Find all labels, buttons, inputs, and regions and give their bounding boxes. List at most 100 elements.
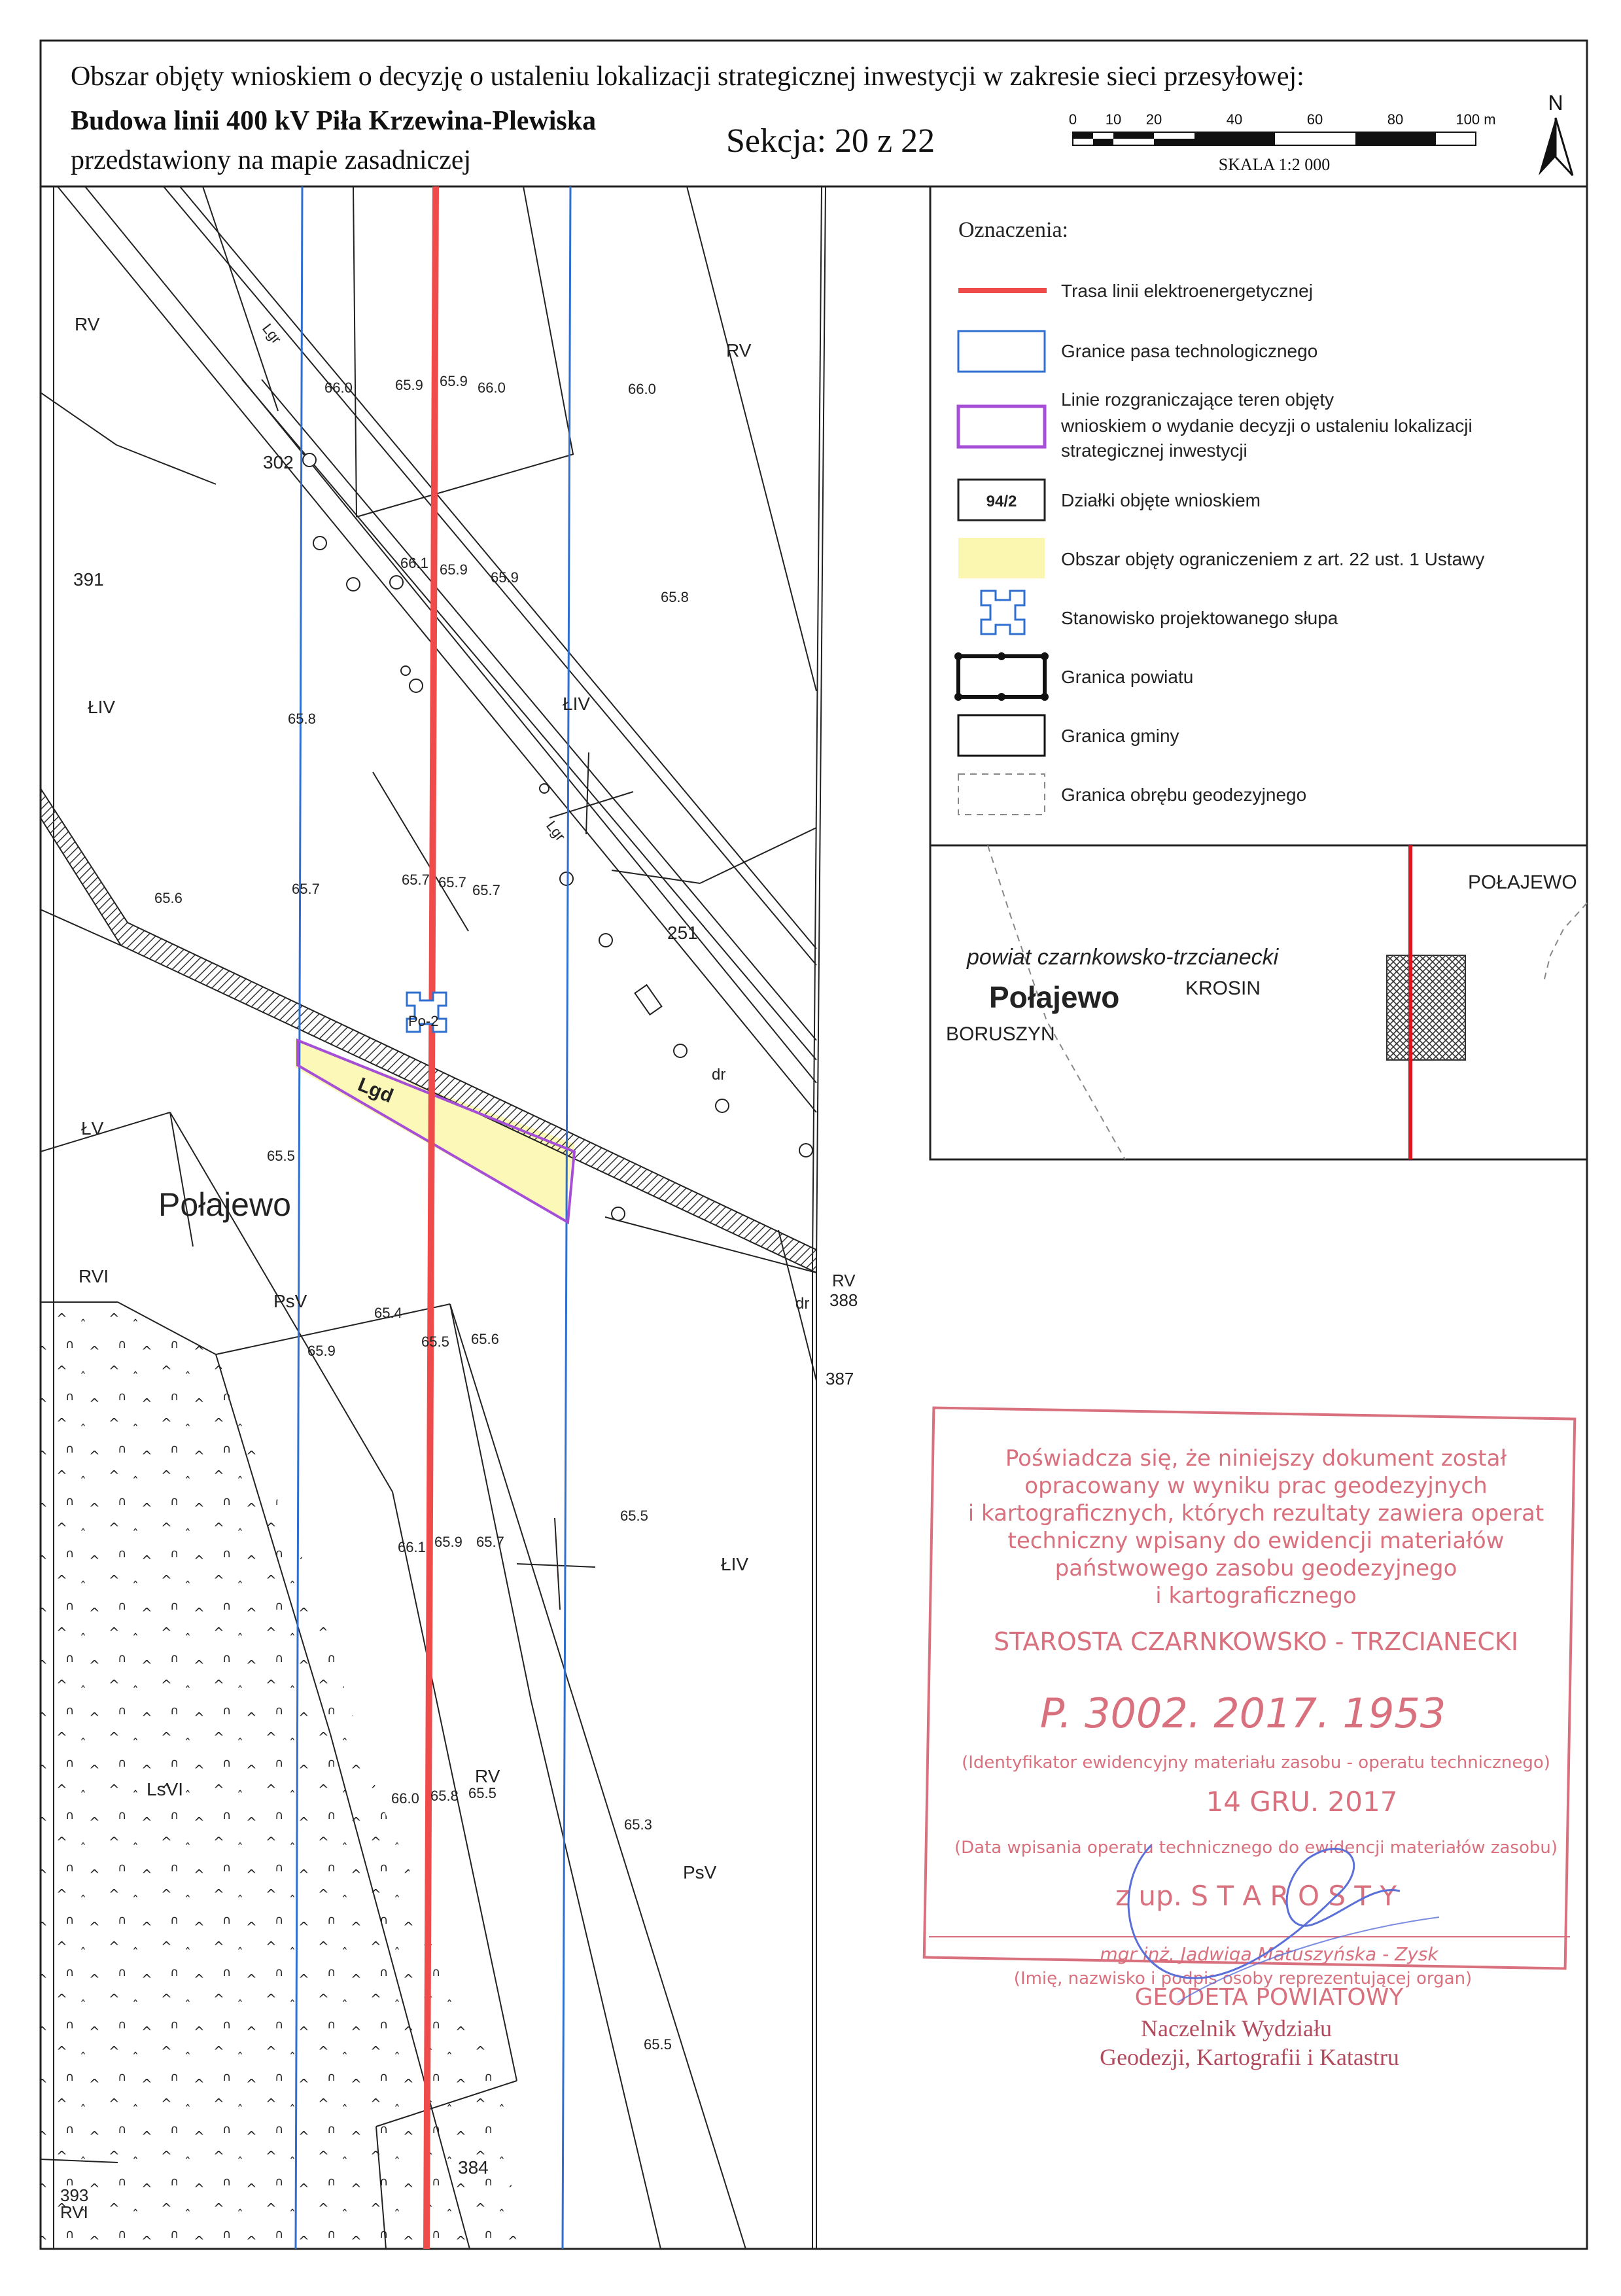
place-name: Połajewo	[158, 1186, 291, 1223]
height-value: 66.0	[478, 380, 506, 396]
height-value: 66.1	[400, 555, 428, 571]
header: Obszar objęty wnioskiem o decyzję o usta…	[71, 62, 1574, 177]
land-class: RV	[75, 314, 100, 334]
legend-swatch-precinct	[958, 773, 1045, 815]
restricted-area	[296, 1040, 574, 1221]
legend-label: Granice pasa technologicznego	[1061, 341, 1317, 361]
parcel-number: 388	[829, 1290, 858, 1310]
stamp-zup: z up. S T A R O S T Y	[1115, 1880, 1397, 1912]
legend-label: Granica powiatu	[1061, 667, 1193, 687]
height-value: 65.9	[440, 373, 468, 389]
legend-label: Granica gminy	[1061, 726, 1179, 746]
road-upper	[57, 186, 817, 1113]
parcel-number: 302	[263, 452, 294, 472]
scale-tick: 10	[1106, 111, 1121, 128]
stamp-line: techniczny wpisany do ewidencji materiał…	[1008, 1528, 1505, 1554]
height-value: 65.5	[421, 1333, 449, 1350]
north-label: N	[1548, 91, 1563, 115]
tech-belt-left	[294, 186, 304, 2249]
road-label: dr	[712, 1066, 725, 1084]
scale-tick: 60	[1307, 111, 1323, 128]
stamp-title: Naczelnik Wydziału	[1141, 2015, 1332, 2041]
height-value: 65.8	[430, 1788, 459, 1804]
height-value: 65.9	[307, 1343, 336, 1359]
section-label: Sekcja: 20 z 22	[726, 122, 935, 160]
inset-precinct: POŁAJEWO	[1468, 872, 1577, 893]
header-line2: Budowa linii 400 kV Piła Krzewina-Plewis…	[71, 106, 596, 136]
height-value: 65.5	[468, 1785, 497, 1801]
height-value: 65.6	[471, 1331, 499, 1347]
height-value: 65.7	[292, 881, 320, 897]
stamp-caption: (Data wpisania operatu technicznego do e…	[954, 1838, 1558, 1858]
legend-swatch-parcels	[957, 478, 1046, 521]
height-value: 65.7	[476, 1534, 504, 1550]
parcel-number: 393	[60, 2185, 88, 2205]
legend-swatch-tech-belt	[957, 330, 1046, 373]
land-class: RV	[475, 1766, 500, 1786]
legend-title: Oznaczenia:	[958, 218, 1068, 242]
legend-swatch-boundary	[956, 404, 1047, 449]
parcel-number: 391	[73, 569, 104, 590]
legend: Oznaczenia: Trasa linii elektroenergetyc…	[929, 185, 1588, 1161]
height-value: 66.0	[391, 1790, 419, 1807]
height-value: 65.4	[374, 1305, 402, 1321]
stamp-name: mgr inż. Jadwiga Matuszyńska - Zysk	[1100, 1943, 1439, 1965]
certification-stamp: Poświadcza się, że niniejszy dokument zo…	[922, 1406, 1577, 2070]
legend-swatch-restricted	[958, 538, 1045, 578]
scale-bar: 0 10 20 40 60 80 100 m SKALA 1:2 000	[1069, 111, 1496, 174]
height-value: 65.8	[661, 589, 689, 605]
height-value: 65.9	[395, 377, 423, 393]
legend-label: strategicznej inwestycji	[1061, 440, 1247, 461]
power-line-route	[423, 186, 439, 2249]
boundary-lines	[296, 1038, 576, 1225]
inset-precinct: BORUSZYN	[946, 1023, 1055, 1045]
height-value: 65.5	[620, 1508, 648, 1524]
header-line1: Obszar objęty wnioskiem o decyzję o usta…	[71, 62, 1304, 92]
height-value: 65.8	[288, 711, 316, 727]
height-points: 66.0 65.9 65.9 66.0 66.0 66.1 65.9 65.9 …	[154, 373, 689, 2053]
legend-pylon-icon	[980, 590, 1026, 635]
stamp-caption: (Identyfikator ewidencyjny materiału zas…	[962, 1753, 1550, 1773]
legend-label: Linie rozgraniczające teren objęty	[1061, 389, 1334, 410]
height-value: 65.9	[491, 569, 519, 586]
stamp-title: Geodezji, Kartografii i Katastru	[1100, 2044, 1399, 2070]
height-value: 65.9	[434, 1534, 462, 1550]
height-value: 66.0	[324, 380, 353, 396]
map-body: Po-2 Lgd 302 391 251 388 387 384 393 RV …	[41, 186, 858, 2249]
legend-label: Granica obrębu geodezyjnego	[1061, 785, 1306, 805]
survey-points	[302, 453, 813, 1221]
stamp-authority: STAROSTA CZARNKOWSKO - TRZCIANECKI	[994, 1627, 1518, 1656]
stamp-line: i kartograficznych, których rezultaty za…	[968, 1500, 1544, 1527]
parcel-lines	[41, 186, 826, 2249]
land-class: PsV	[273, 1291, 307, 1311]
inset-commune: Połajewo	[989, 980, 1119, 1014]
land-class: RV	[726, 340, 752, 361]
land-class: RVI	[60, 2202, 88, 2222]
parcel-number: 387	[826, 1369, 854, 1388]
inset-precinct: KROSIN	[1185, 978, 1261, 999]
legend-label: wnioskiem o wydanie decyzji o ustaleniu …	[1060, 415, 1473, 436]
scale-tick: 100 m	[1455, 111, 1495, 128]
stamp-line: i kartograficznego	[1155, 1583, 1357, 1609]
land-class: ŁIV	[563, 694, 590, 714]
signature-icon	[1127, 1844, 1401, 1979]
stamp-line: opracowany w wyniku prac geodezyjnych	[1024, 1473, 1487, 1499]
header-line3: przedstawiony na mapie zasadniczej	[71, 145, 471, 175]
scale-tick: 20	[1146, 111, 1162, 128]
height-value: 66.0	[628, 381, 656, 397]
pylon-label: Po-2	[408, 1013, 438, 1029]
land-class: PsV	[683, 1862, 717, 1882]
inset-map: powiat czarnkowsko-trzcianecki Połajewo …	[946, 845, 1588, 1160]
land-class: LsVI	[147, 1779, 183, 1799]
parcel-number: 251	[667, 923, 698, 943]
land-class: RVI	[78, 1266, 109, 1286]
land-class: ŁIV	[88, 697, 115, 717]
height-value: 65.5	[644, 2036, 672, 2053]
legend-label: Działki objęte wnioskiem	[1061, 490, 1261, 510]
height-value: 65.7	[402, 872, 430, 888]
stamp-line: Poświadcza się, że niniejszy dokument zo…	[1005, 1445, 1507, 1472]
stamp-identifier: P. 3002. 2017. 1953	[1040, 1689, 1446, 1737]
legend-label: Obszar objęty ograniczeniem z art. 22 us…	[1061, 549, 1484, 569]
stamp-caption: (Imię, nazwisko i podpis osoby reprezent…	[1014, 1969, 1472, 1988]
